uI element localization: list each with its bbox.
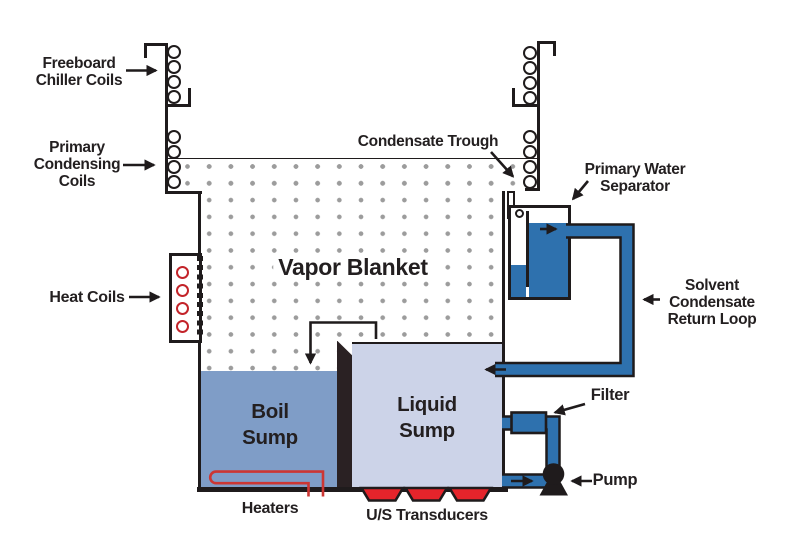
left-coil-bottom [164, 190, 202, 194]
condensate-trough-inner [512, 190, 515, 208]
left-coil-wall [164, 42, 168, 193]
chiller-coil-turn [167, 45, 181, 59]
tank-bottom [197, 487, 508, 492]
right-mid-bracket-v [511, 87, 515, 107]
left-coil-top-bracket-v [144, 42, 147, 58]
condensate-trough-outer [506, 190, 509, 219]
heat-coil-turn [176, 284, 189, 297]
chiller-coil-turn [167, 75, 181, 89]
vapor-blanket-label: Vapor Blanket [273, 255, 433, 280]
condensate-trough-top [506, 190, 515, 193]
heat-coil-dashes [196, 256, 203, 339]
right-wall [501, 190, 505, 489]
condensing-coil-turn [523, 129, 537, 144]
right-coil-top-bracket-v [552, 41, 556, 56]
separator-float [515, 209, 524, 218]
left-wall-lower [198, 341, 201, 489]
pump-icon [539, 463, 568, 496]
chiller-coil-turn [523, 45, 537, 60]
heat-coils-label: Heat Coils [49, 289, 125, 306]
condensing-coil-turn [523, 174, 537, 189]
left-mid-bracket-v [188, 87, 191, 107]
condensing-coil-turn [167, 174, 181, 189]
condensing-coil-turn [523, 144, 537, 159]
condensing-coil-turn [167, 129, 181, 144]
filter-arrow [553, 402, 586, 416]
boil-sump-label: Boil Sump [242, 400, 298, 449]
left-coil-top-bracket-h [144, 42, 168, 46]
liquid-sump-liquid [351, 342, 502, 488]
us-transducers-label: U/S Transducers [366, 507, 488, 524]
chiller-coil-turn [167, 60, 181, 74]
liquid-sump-label: Liquid Sump [397, 393, 457, 442]
filter-pipe [502, 411, 561, 472]
right-coil-bottom-cap [525, 188, 540, 191]
freeboard-chiller-coils-label: Freeboard Chiller Coils [35, 55, 123, 89]
separator-baffle [526, 210, 529, 287]
primary-water-separator-label: Primary Water Separator [584, 161, 686, 195]
left-wall-upper [198, 192, 201, 254]
pump-label: Pump [592, 470, 638, 489]
condensing-coil-turn [523, 159, 537, 174]
left-mid-bracket-h [166, 104, 191, 107]
chiller-coil-turn [523, 60, 537, 75]
condensing-coil-turn [167, 159, 181, 174]
heaters-label: Heaters [241, 500, 299, 517]
separator-solvent-liquid [528, 222, 568, 297]
heat-coil-turn [176, 302, 189, 315]
right-mid-bracket-h [511, 104, 537, 107]
condensate-trough-label: Condensate Trough [357, 132, 499, 150]
boil-sump-liquid [201, 370, 337, 488]
filter-label: Filter [590, 386, 630, 404]
weir-divider [337, 340, 352, 488]
chiller-coil-turn [167, 90, 181, 104]
right-coil-wall [536, 41, 540, 191]
tank-rim-line [166, 157, 537, 160]
heat-coil-turn [176, 319, 189, 333]
right-coil-top-bracket-h [536, 41, 556, 44]
filter-body [510, 411, 548, 435]
chiller-coil-turn [523, 75, 537, 90]
separator-water-liquid [511, 265, 526, 297]
condensing-coil-turn [167, 144, 181, 159]
solvent-condensate-return-loop-label: Solvent Condensate Return Loop [667, 277, 757, 328]
chiller-coil-turn [523, 90, 537, 105]
heat-coil-turn [176, 266, 189, 279]
primary-condensing-coils-label: Primary Condensing Coils [33, 139, 121, 190]
